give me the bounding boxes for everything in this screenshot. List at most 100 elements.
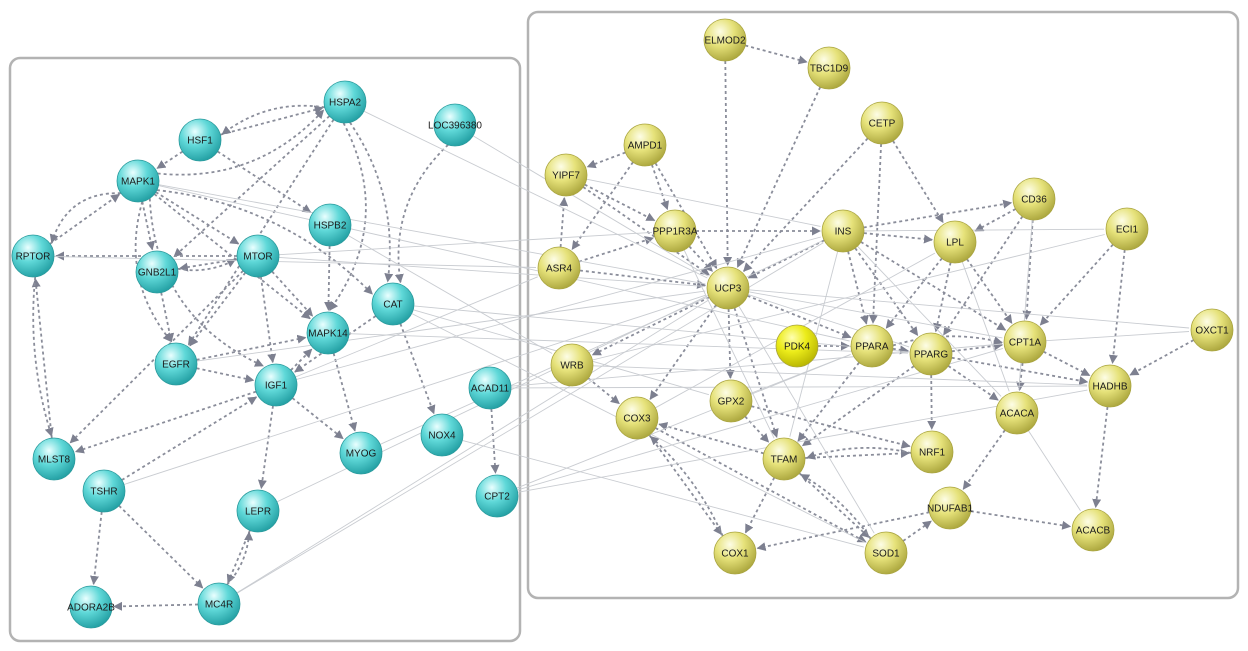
node-circle-gnb2l1[interactable] [135,250,179,294]
node-pdk4[interactable]: PDK4 [775,324,819,368]
node-tbc1d9[interactable]: TBC1D9 [807,46,851,90]
node-circle-cox1[interactable] [713,531,757,575]
node-circle-hspa2[interactable] [323,80,367,124]
node-cox1[interactable]: COX1 [713,531,757,575]
node-hspa2[interactable]: HSPA2 [323,80,367,124]
node-yipf7[interactable]: YIPF7 [544,153,588,197]
node-circle-ppara[interactable] [850,324,894,368]
node-elmod2[interactable]: ELMOD2 [703,18,747,62]
node-egfr[interactable]: EGFR [154,342,198,386]
node-circle-elmod2[interactable] [703,18,747,62]
node-circle-oxct1[interactable] [1190,308,1234,352]
node-circle-ampd1[interactable] [623,123,667,167]
node-circle-ndufab1[interactable] [928,486,972,530]
node-circle-nox4[interactable] [420,413,464,457]
node-circle-mtor[interactable] [236,234,280,278]
node-label-mapk14: MAPK14 [308,329,348,340]
node-circle-tbc1d9[interactable] [807,46,851,90]
node-gpx2[interactable]: GPX2 [709,379,753,423]
node-circle-asr4[interactable] [537,246,581,290]
node-circle-myog[interactable] [339,431,383,475]
node-circle-tfam[interactable] [762,437,806,481]
node-ampd1[interactable]: AMPD1 [623,123,667,167]
node-mc4r[interactable]: MC4R [197,582,241,626]
node-mlst8[interactable]: MLST8 [32,437,76,481]
node-circle-pparg[interactable] [909,332,953,376]
node-circle-acaca[interactable] [995,391,1039,435]
node-circle-lpl[interactable] [933,220,977,264]
node-circle-ins[interactable] [821,209,865,253]
node-cpt1a[interactable]: CPT1A [1003,320,1047,364]
node-acaca[interactable]: ACACA [995,391,1039,435]
node-circle-igf1[interactable] [254,363,298,407]
node-circle-cpt2[interactable] [475,474,519,518]
node-circle-cox3[interactable] [615,396,659,440]
node-circle-mlst8[interactable] [32,437,76,481]
node-hspb2[interactable]: HSPB2 [308,203,352,247]
node-circle-nrf1[interactable] [910,430,954,474]
node-circle-lepr[interactable] [236,489,280,533]
node-hsf1[interactable]: HSF1 [178,118,222,162]
node-pparg[interactable]: PPARG [909,332,953,376]
node-circle-pdk4[interactable] [775,324,819,368]
node-cat[interactable]: CAT [371,282,415,326]
node-tfam[interactable]: TFAM [762,437,806,481]
node-ppara[interactable]: PPARA [850,324,894,368]
node-circle-hadhb[interactable] [1088,364,1132,408]
node-circle-cetp[interactable] [860,101,904,145]
node-circle-egfr[interactable] [154,342,198,386]
node-ins[interactable]: INS [821,209,865,253]
node-ndufab1[interactable]: NDUFAB1 [927,486,974,530]
node-lpl[interactable]: LPL [933,220,977,264]
node-cox3[interactable]: COX3 [615,396,659,440]
node-cpt2[interactable]: CPT2 [475,474,519,518]
node-circle-adora2b[interactable] [69,585,113,629]
node-circle-mapk14[interactable] [306,311,350,355]
node-circle-mapk1[interactable] [116,159,160,203]
node-ppp1r3a[interactable]: PPP1R3A [652,209,698,253]
node-mtor[interactable]: MTOR [236,234,280,278]
node-mapk14[interactable]: MAPK14 [306,311,350,355]
node-circle-rptor[interactable] [11,234,55,278]
node-circle-loc396380[interactable] [433,103,477,147]
node-sod1[interactable]: SOD1 [864,531,908,575]
node-nox4[interactable]: NOX4 [420,413,464,457]
node-rptor[interactable]: RPTOR [11,234,55,278]
node-tshr[interactable]: TSHR [82,469,126,513]
node-circle-gpx2[interactable] [709,379,753,423]
node-circle-yipf7[interactable] [544,153,588,197]
node-hadhb[interactable]: HADHB [1088,364,1132,408]
node-ucp3[interactable]: UCP3 [706,266,750,310]
node-mapk1[interactable]: MAPK1 [116,159,160,203]
node-circle-wrb[interactable] [550,343,594,387]
node-cd36[interactable]: CD36 [1012,177,1056,221]
node-circle-mc4r[interactable] [197,582,241,626]
node-circle-tshr[interactable] [82,469,126,513]
node-loc396380[interactable]: LOC396380 [428,103,482,147]
node-nrf1[interactable]: NRF1 [910,430,954,474]
node-gnb2l1[interactable]: GNB2L1 [135,250,179,294]
node-adora2b[interactable]: ADORA2B [67,585,115,629]
node-circle-acad11[interactable] [468,366,512,410]
edge-igf1-ins [296,236,821,380]
node-acacb[interactable]: ACACB [1071,508,1115,552]
node-circle-cd36[interactable] [1012,177,1056,221]
node-oxct1[interactable]: OXCT1 [1190,308,1234,352]
node-eci1[interactable]: ECI1 [1105,207,1149,251]
node-wrb[interactable]: WRB [550,343,594,387]
node-lepr[interactable]: LEPR [236,489,280,533]
node-acad11[interactable]: ACAD11 [468,366,512,410]
node-cetp[interactable]: CETP [860,101,904,145]
node-asr4[interactable]: ASR4 [537,246,581,290]
node-circle-acacb[interactable] [1071,508,1115,552]
node-circle-cat[interactable] [371,282,415,326]
node-igf1[interactable]: IGF1 [254,363,298,407]
node-circle-hsf1[interactable] [178,118,222,162]
node-circle-ppp1r3a[interactable] [653,209,697,253]
node-circle-hspb2[interactable] [308,203,352,247]
node-circle-cpt1a[interactable] [1003,320,1047,364]
node-circle-ucp3[interactable] [706,266,750,310]
node-myog[interactable]: MYOG [339,431,383,475]
node-circle-eci1[interactable] [1105,207,1149,251]
node-circle-sod1[interactable] [864,531,908,575]
